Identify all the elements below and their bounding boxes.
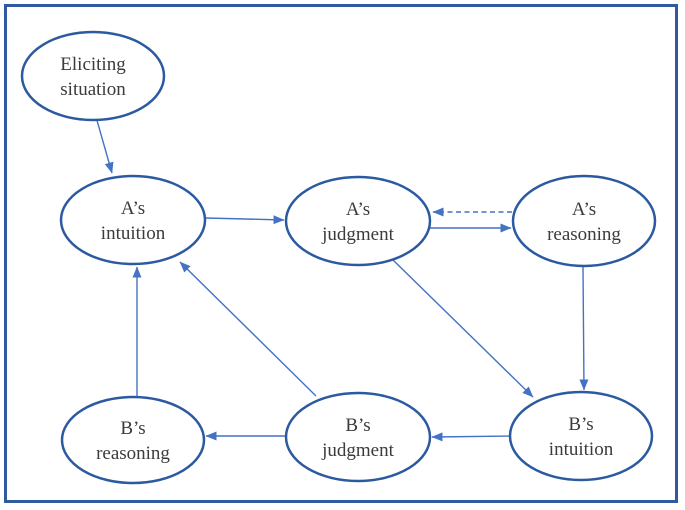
node-label-line: judgment: [321, 440, 394, 461]
edge-a-reasoning-to-b-intuition: [579, 266, 589, 391]
edge-b-intuition-to-b-judgment: [431, 432, 511, 442]
node-label: A’s intuition: [101, 198, 166, 244]
node-ellipse: [284, 175, 432, 267]
node-label: B’s reasoning: [96, 418, 170, 464]
node-label-line: reasoning: [547, 224, 621, 245]
node-b-judgment: B’s judgment: [284, 391, 432, 483]
node-label-line: intuition: [549, 439, 614, 460]
edges-layer: [95, 116, 589, 442]
node-label: A’s judgment: [321, 199, 394, 245]
node-label-line: judgment: [321, 224, 394, 245]
node-label: B’s intuition: [549, 414, 614, 460]
node-a-intuition: A’s intuition: [59, 174, 207, 266]
node-b-intuition: B’s intuition: [508, 390, 654, 482]
edge-eliciting-situation-to-a-intuition: [95, 116, 114, 174]
node-label-line: A’s: [346, 199, 370, 220]
node-label: B’s judgment: [321, 415, 394, 461]
node-ellipse: [60, 395, 206, 485]
edge-a-intuition-to-a-judgment: [205, 215, 285, 225]
node-b-reasoning: B’s reasoning: [60, 395, 206, 485]
node-ellipse: [284, 391, 432, 483]
node-ellipse: [508, 390, 654, 482]
node-ellipse: [511, 174, 657, 268]
node-label: A’s reasoning: [547, 199, 621, 245]
edge-a-judgment-to-b-intuition: [391, 258, 534, 398]
node-label-line: intuition: [101, 223, 166, 244]
node-label: Eliciting situation: [60, 54, 126, 100]
node-ellipse: [59, 174, 207, 266]
node-label-line: situation: [60, 79, 126, 100]
node-ellipse: [20, 30, 166, 122]
edge-b-judgment-to-a-intuition: [179, 261, 317, 397]
node-label-line: Eliciting: [60, 54, 126, 75]
node-label-line: B’s: [345, 415, 370, 436]
node-label-line: B’s: [568, 414, 593, 435]
node-label-line: B’s: [120, 418, 145, 439]
node-eliciting-situation: Eliciting situation: [20, 30, 166, 122]
node-a-reasoning: A’s reasoning: [511, 174, 657, 268]
node-a-judgment: A’s judgment: [284, 175, 432, 267]
node-label-line: A’s: [121, 198, 145, 219]
node-label-line: reasoning: [96, 443, 170, 464]
node-label-line: A’s: [572, 199, 596, 220]
